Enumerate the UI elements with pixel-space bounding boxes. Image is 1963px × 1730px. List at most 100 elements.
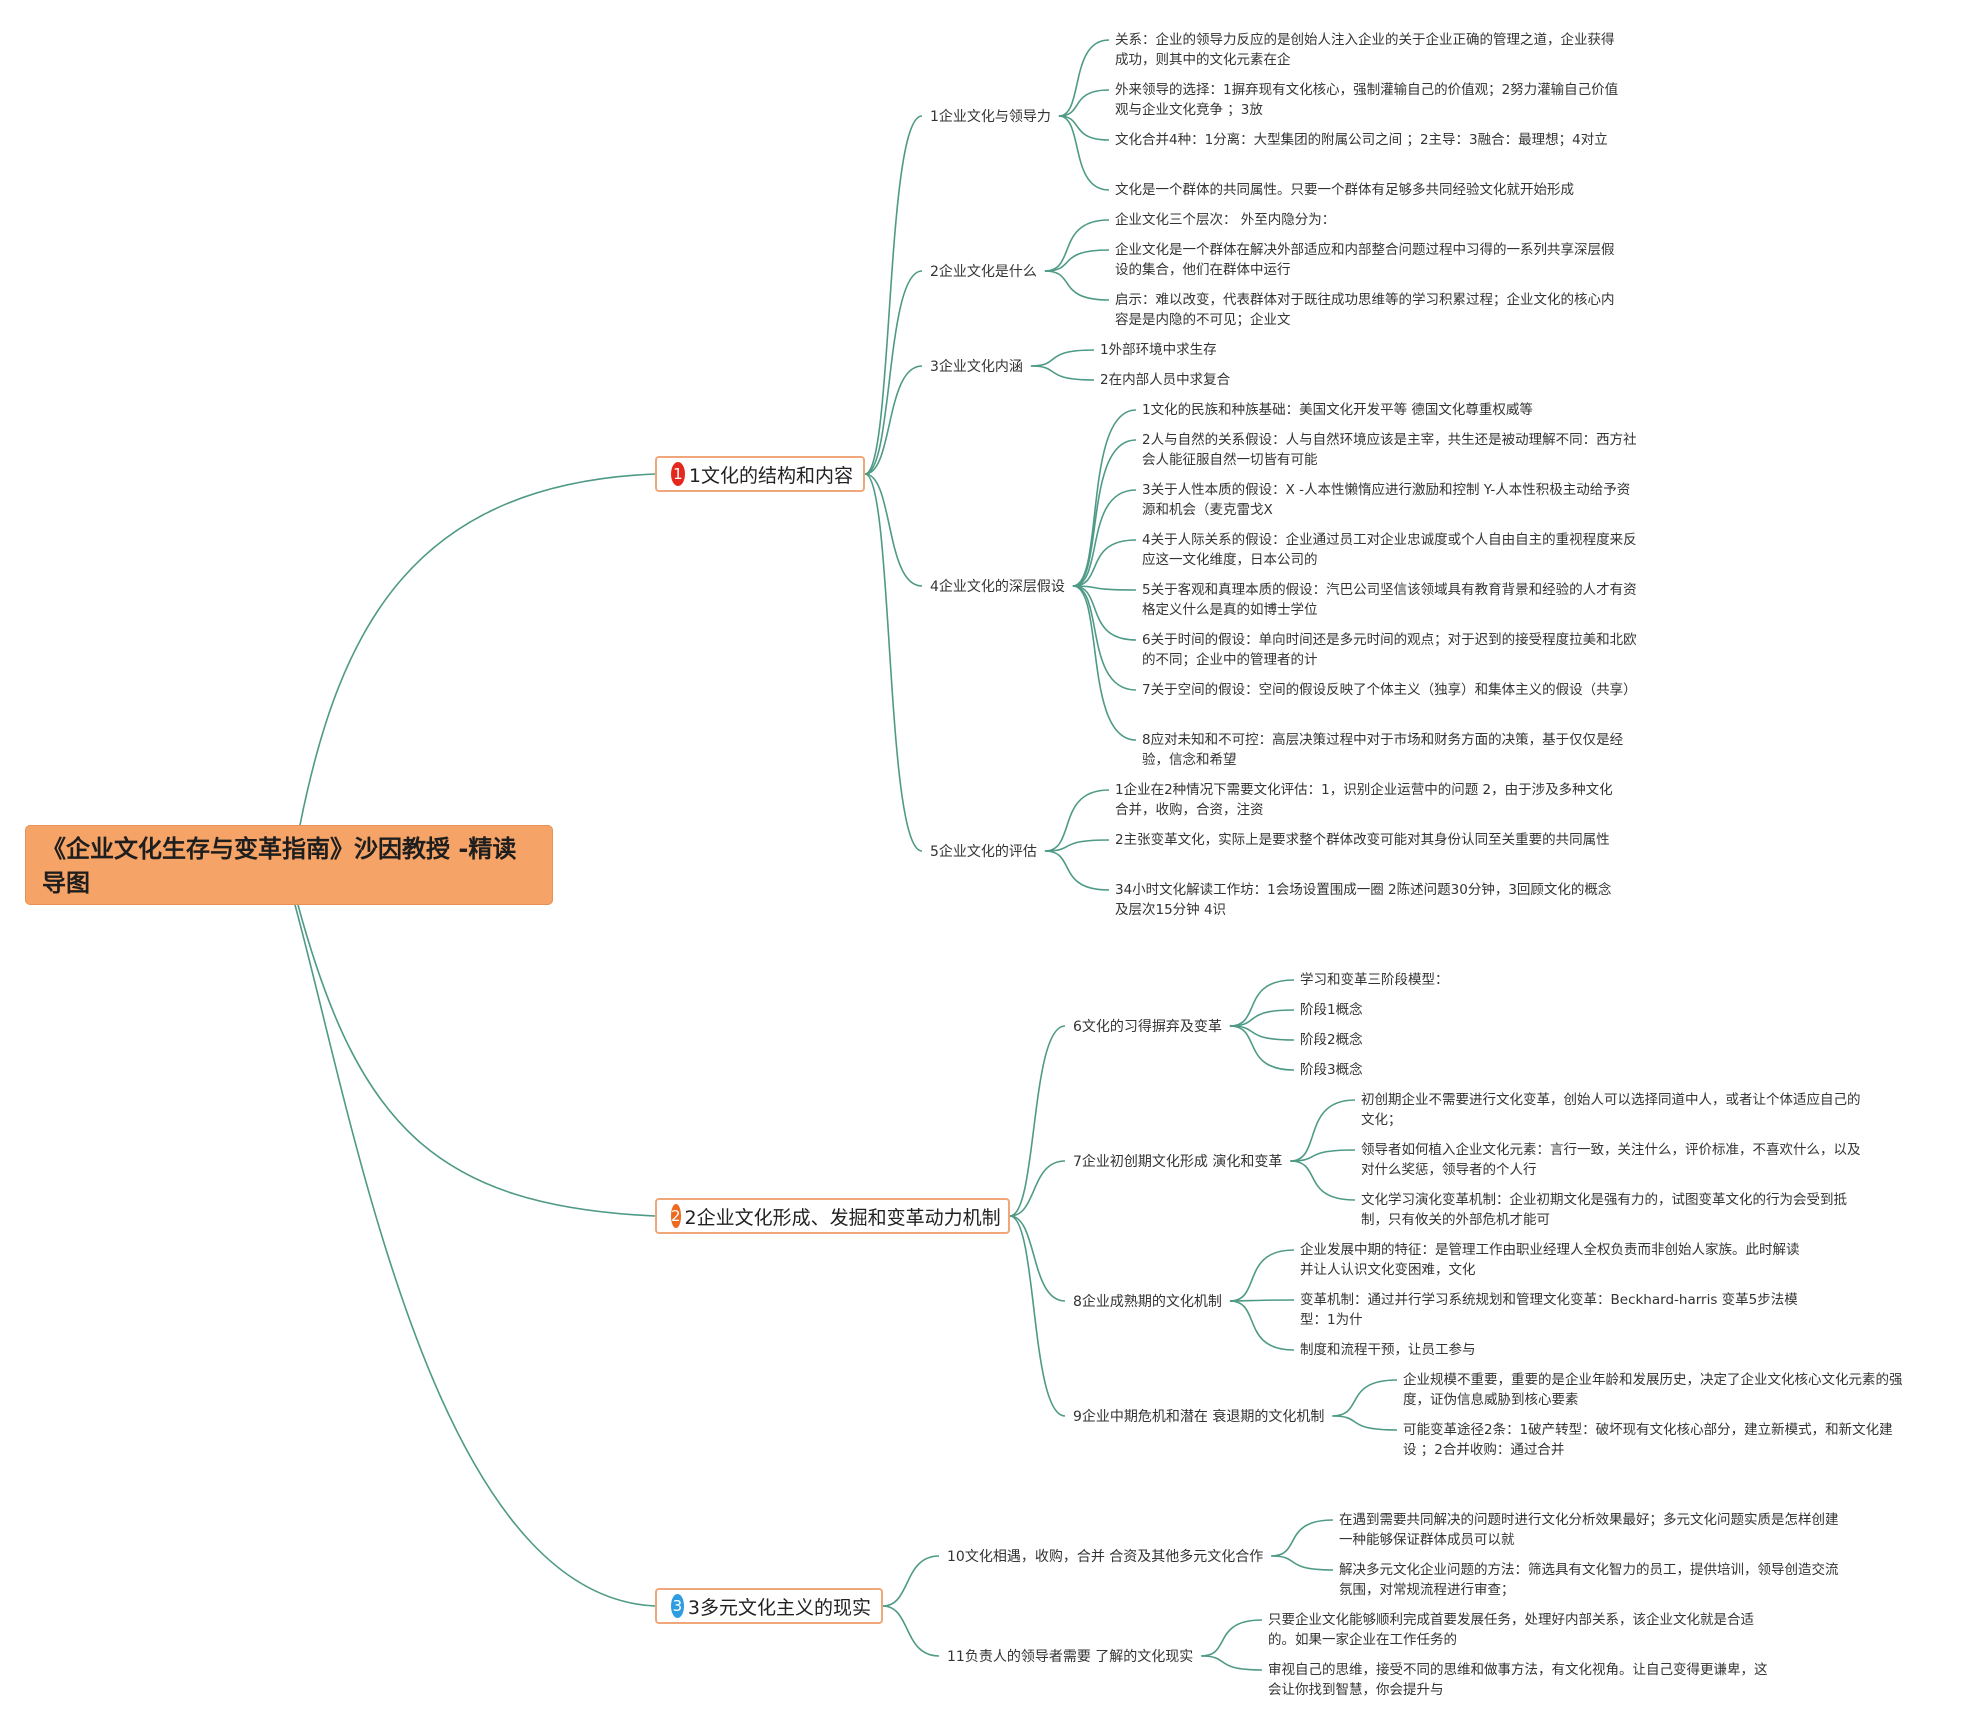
connector-line — [1058, 39, 1110, 117]
main-topic-label: 1文化的结构和内容 — [688, 464, 853, 487]
connector-line — [1229, 1025, 1295, 1041]
sub-topic[interactable]: 10文化相遇，收购，合并 合资及其他多元文化合作 — [947, 1549, 1264, 1565]
connector-line — [1290, 1160, 1356, 1201]
connector-line — [864, 473, 923, 852]
connector-line — [1030, 365, 1095, 381]
leaf-topic[interactable]: 5关于客观和真理本质的假设：汽巴公司坚信该领域具有教育背景和经验的人才有资格定义… — [1142, 582, 1637, 618]
main-topic-1[interactable]: 1 1文化的结构和内容 — [655, 456, 865, 492]
connector-line — [1058, 115, 1110, 191]
leaf-topic[interactable]: 8应对未知和不可控：高层决策过程中对于市场和财务方面的决策，基于仅仅是经验，信念… — [1142, 732, 1624, 768]
connector-line — [1229, 1025, 1295, 1071]
leaf-topic[interactable]: 启示：难以改变，代表群体对于既往成功思维等的学习积累过程；企业文化的核心内容是是… — [1115, 292, 1615, 328]
connector-line — [299, 473, 656, 826]
leaf-topic[interactable]: 可能变革途径2条：1破产转型：破坏现有文化核心部分，建立新模式，和新文化建设 ；… — [1403, 1422, 1893, 1458]
main-topic-2[interactable]: 2 2企业文化形成、发掘和变革动力机制 — [655, 1198, 1010, 1234]
leaf-topic[interactable]: 阶段3概念 — [1300, 1062, 1363, 1078]
leaf-topic[interactable]: 2主张变革文化，实际上是要求整个群体改变可能对其身份认同至关重要的共同属性 — [1115, 832, 1610, 848]
connector-line — [1072, 585, 1137, 641]
connector-line — [1229, 1249, 1295, 1302]
leaf-topic[interactable]: 企业发展中期的特征：是管理工作由职业经理人全权负责而非创始人家族。此时解读并让人… — [1300, 1242, 1800, 1278]
sub-topic[interactable]: 2企业文化是什么 — [930, 264, 1037, 280]
leaf-topic[interactable]: 阶段1概念 — [1300, 1002, 1363, 1018]
sub-topic[interactable]: 11负责人的领导者需要 了解的文化现实 — [947, 1649, 1194, 1665]
leaf-topic[interactable]: 审视自己的思维，接受不同的思维和做事方法，有文化视角。让自己变得更谦卑，这会让你… — [1268, 1662, 1768, 1698]
connector-line — [1229, 1300, 1295, 1351]
connector-line — [1009, 1215, 1066, 1302]
leaf-topic[interactable]: 文化学习演化变革机制：企业初期文化是强有力的，试图变革文化的行为会受到抵制，只有… — [1361, 1192, 1847, 1228]
leaf-topic[interactable]: 初创期企业不需要进行文化变革，创始人可以选择同道中人，或者让个体适应自己的文化； — [1361, 1092, 1861, 1128]
connector-line — [882, 1605, 940, 1657]
connector-line — [1229, 1009, 1295, 1027]
connector-line — [1072, 539, 1137, 587]
sub-topic[interactable]: 7企业初创期文化形成 演化和变革 — [1073, 1154, 1283, 1170]
leaf-topic[interactable]: 阶段2概念 — [1300, 1032, 1363, 1048]
leaf-topic[interactable]: 解决多元文化企业问题的方法：筛选具有文化智力的员工，提供培训，领导创造交流氛围，… — [1339, 1562, 1839, 1598]
main-topic-label: 3多元文化主义的现实 — [687, 1596, 871, 1619]
sub-topic[interactable]: 5企业文化的评估 — [930, 844, 1037, 860]
connector-line — [864, 270, 923, 475]
leaf-topic[interactable]: 学习和变革三阶段模型： — [1300, 972, 1449, 988]
connector-line — [1072, 489, 1137, 587]
number-badge-2: 2 — [671, 1204, 681, 1228]
leaf-topic[interactable]: 制度和流程干预，让员工参与 — [1300, 1342, 1476, 1358]
sub-topic[interactable]: 4企业文化的深层假设 — [930, 579, 1065, 595]
leaf-topic[interactable]: 1文化的民族和种族基础：美国文化开发平等 德国文化尊重权威等 — [1142, 402, 1533, 418]
connector-line — [1044, 789, 1110, 852]
connector-line — [1044, 249, 1110, 272]
connector-line — [864, 473, 923, 587]
leaf-topic[interactable]: 2人与自然的关系假设：人与自然环境应该是主宰，共生还是被动理解不同：西方社会人能… — [1142, 432, 1637, 468]
leaf-topic[interactable]: 3关于人性本质的假设：X -人本性懒惰应进行激励和控制 Y-人本性积极主动给予资… — [1142, 482, 1631, 518]
connector-line — [864, 365, 923, 475]
connector-line — [1271, 1519, 1334, 1557]
connector-line — [294, 904, 656, 1607]
leaf-topic[interactable]: 2在内部人员中求复合 — [1100, 372, 1231, 388]
number-badge-1: 1 — [671, 462, 685, 486]
root-topic[interactable]: 《企业文化生存与变革指南》沙因教授 -精读导图 — [25, 825, 553, 905]
connector-line — [1044, 219, 1110, 272]
leaf-topic[interactable]: 企业文化三个层次： 外至内隐分为： — [1115, 212, 1336, 228]
connector-line — [864, 115, 923, 475]
connector-line — [1332, 1415, 1398, 1431]
sub-topic[interactable]: 3企业文化内涵 — [930, 359, 1023, 375]
connector-line — [1072, 585, 1137, 741]
leaf-topic[interactable]: 关系：企业的领导力反应的是创始人注入企业的关于企业正确的管理之道，企业获得成功，… — [1115, 32, 1615, 68]
sub-topic[interactable]: 6文化的习得摒弃及变革 — [1073, 1019, 1222, 1035]
leaf-topic[interactable]: 34小时文化解读工作坊：1会场设置围成一圈 2陈述问题30分钟，3回顾文化的概念… — [1115, 882, 1612, 918]
connector-line — [1201, 1655, 1263, 1671]
number-badge-3: 3 — [671, 1594, 684, 1618]
connector-line — [1009, 1160, 1066, 1217]
sub-topic[interactable]: 8企业成熟期的文化机制 — [1073, 1294, 1222, 1310]
sub-topic[interactable]: 9企业中期危机和潜在 衰退期的文化机制 — [1073, 1409, 1325, 1425]
leaf-topic[interactable]: 4关于人际关系的假设：企业通过员工对企业忠诚度或个人自由自主的重视程度来反应这一… — [1142, 532, 1637, 568]
leaf-topic[interactable]: 外来领导的选择：1摒弃现有文化核心，强制灌输自己的价值观；2努力灌输自己价值观与… — [1115, 82, 1619, 118]
root-title: 《企业文化生存与变革指南》沙因教授 -精读导图 — [42, 835, 517, 897]
connector-line — [882, 1555, 940, 1607]
connector-line — [1201, 1619, 1263, 1657]
connector-line — [1044, 270, 1110, 301]
connector-line — [1290, 1099, 1356, 1162]
leaf-topic[interactable]: 文化合并4种：1分离：大型集团的附属公司之间 ；2主导：3融合：最理想；4对立 — [1115, 132, 1608, 148]
connector-line — [1229, 1299, 1295, 1302]
connector-line — [1072, 585, 1137, 591]
sub-topic[interactable]: 1企业文化与领导力 — [930, 109, 1051, 125]
main-topic-3[interactable]: 3 3多元文化主义的现实 — [655, 1588, 883, 1624]
leaf-topic[interactable]: 变革机制：通过并行学习系统规划和管理文化变革：Beckhard-harris 变… — [1300, 1292, 1798, 1328]
leaf-topic[interactable]: 企业规模不重要，重要的是企业年龄和发展历史，决定了企业文化核心文化元素的强度，证… — [1403, 1372, 1903, 1408]
connector-line — [1290, 1149, 1356, 1162]
leaf-topic[interactable]: 1企业在2种情况下需要文化评估：1，识别企业运营中的问题 2，由于涉及多种文化合… — [1115, 782, 1613, 818]
connector-line — [1072, 409, 1137, 587]
leaf-topic[interactable]: 在遇到需要共同解决的问题时进行文化分析效果最好；多元文化问题实质是怎样创建一种能… — [1339, 1512, 1839, 1548]
leaf-topic[interactable]: 1外部环境中求生存 — [1100, 342, 1217, 358]
connector-line — [1229, 979, 1295, 1027]
connector-line — [1058, 89, 1110, 117]
connector-line — [1009, 1025, 1066, 1217]
leaf-topic[interactable]: 只要企业文化能够顺利完成首要发展任务，处理好内部关系，该企业文化就是合适的。如果… — [1268, 1612, 1754, 1648]
leaf-topic[interactable]: 领导者如何植入企业文化元素：言行一致，关注什么，评价标准，不喜欢什么，以及对什么… — [1361, 1142, 1861, 1178]
leaf-topic[interactable]: 企业文化是一个群体在解决外部适应和内部整合问题过程中习得的一系列共享深层假设的集… — [1115, 242, 1615, 278]
connector-line — [297, 904, 656, 1217]
connector-line — [1044, 850, 1110, 891]
leaf-topic[interactable]: 文化是一个群体的共同属性。只要一个群体有足够多共同经验文化就开始形成 — [1115, 182, 1574, 198]
leaf-topic[interactable]: 6关于时间的假设：单向时间还是多元时间的观点；对于迟到的接受程度拉美和北欧的不同… — [1142, 632, 1637, 668]
leaf-topic[interactable]: 7关于空间的假设：空间的假设反映了个体主义（独享）和集体主义的假设（共享） — [1142, 682, 1637, 698]
